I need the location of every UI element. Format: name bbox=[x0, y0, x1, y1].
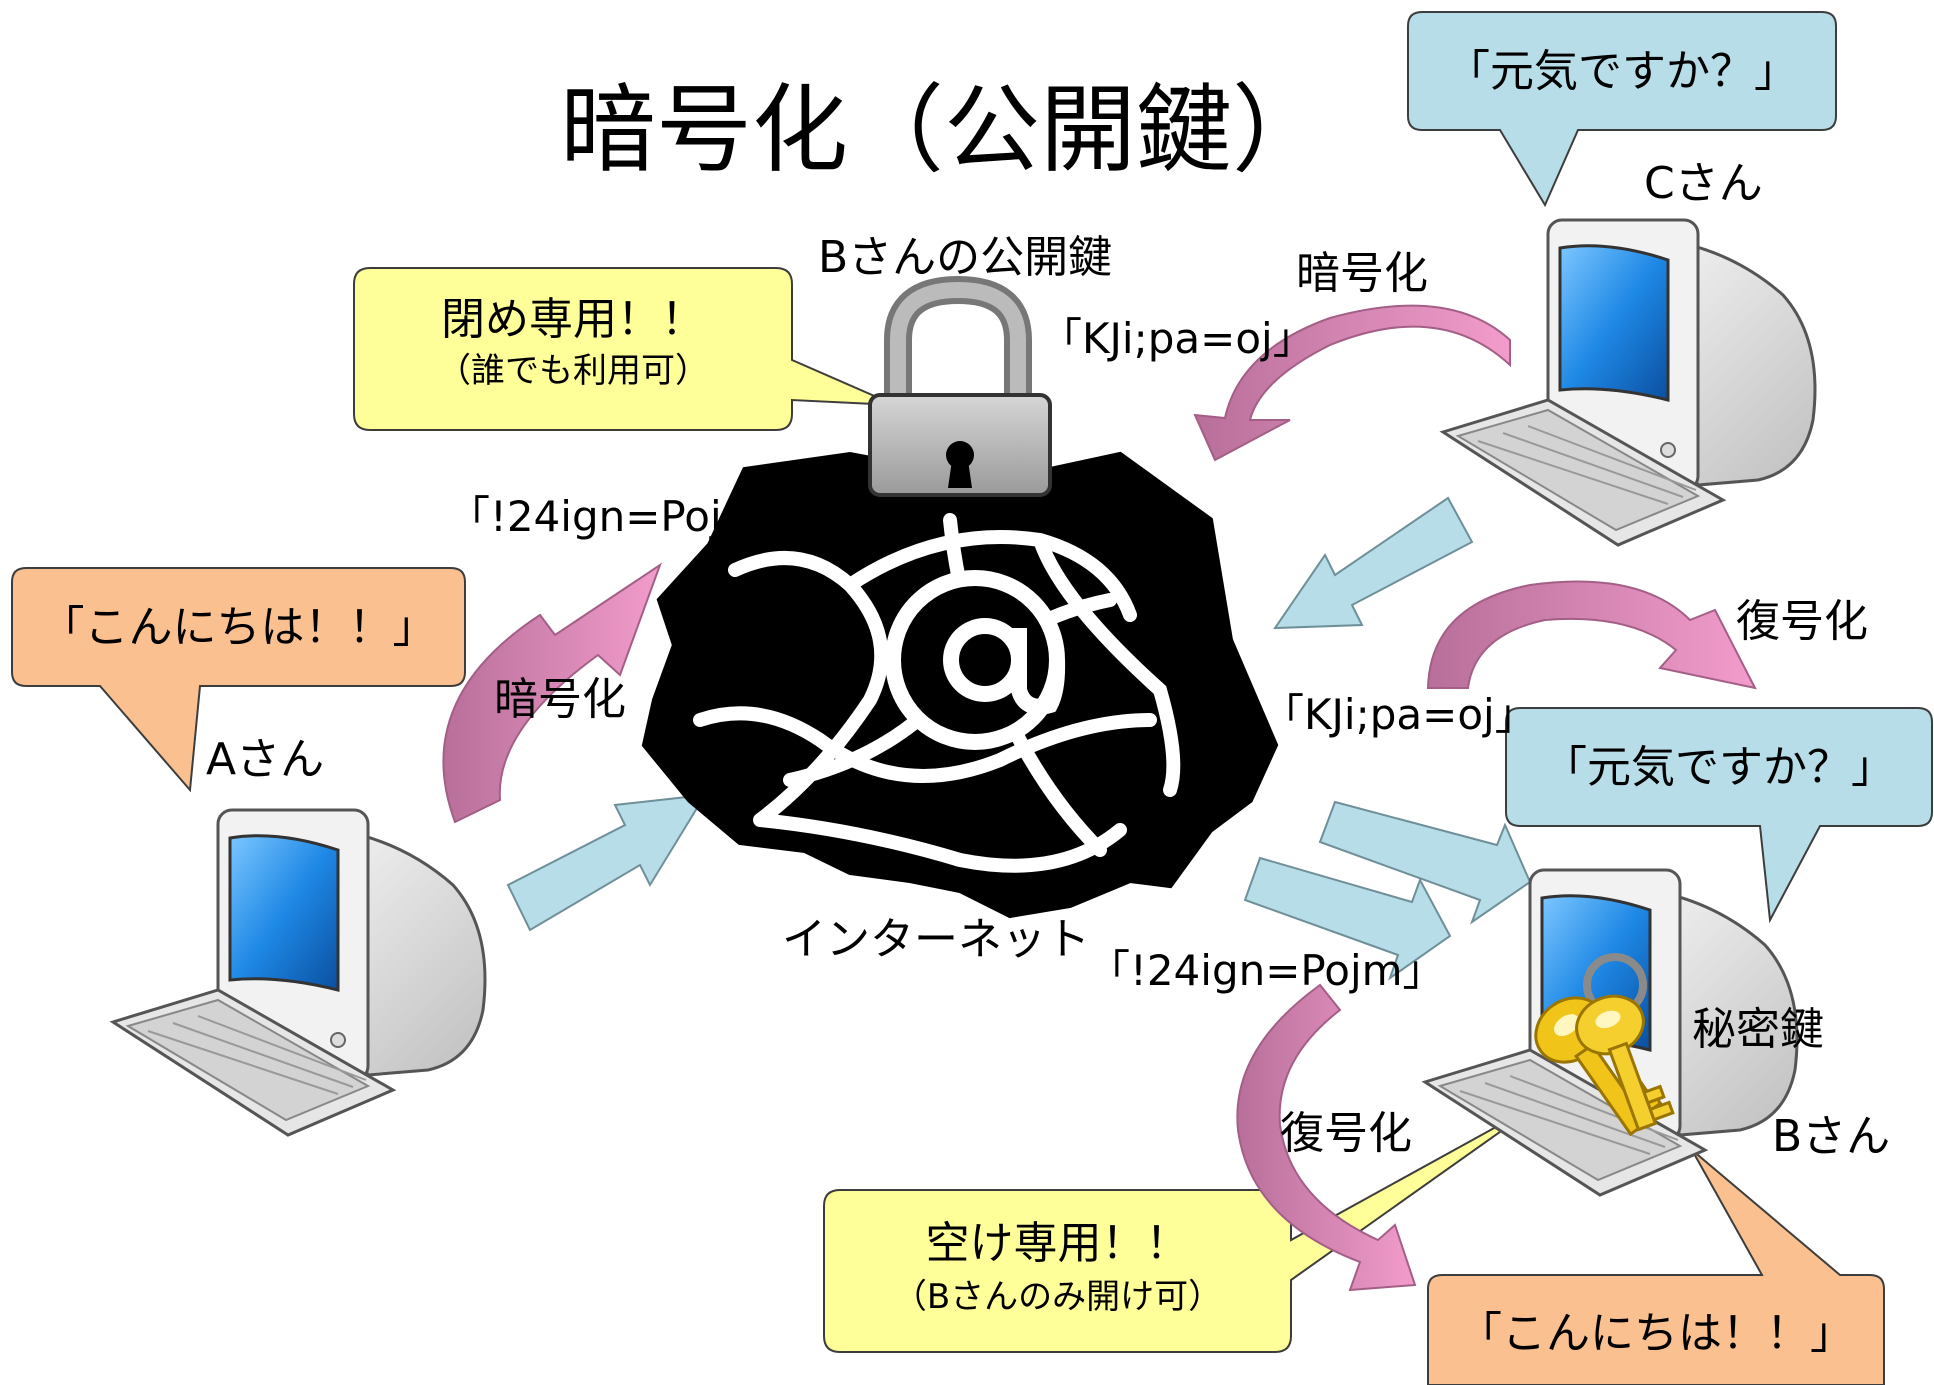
net-to-b-arrow-upper bbox=[1318, 800, 1532, 925]
encrypt-label-a: 暗号化 bbox=[494, 674, 626, 725]
bubble-a-message-text: 「こんにちは！！」 bbox=[40, 602, 437, 653]
encrypt-arrow-c bbox=[1193, 304, 1511, 462]
person-c-label: Cさん bbox=[1644, 158, 1763, 209]
cipher-net-to-b-c: 「KJi;pa=oj」 bbox=[1262, 690, 1537, 739]
encrypt-arrow-a bbox=[442, 562, 662, 824]
bubble-b-received-c-text: 「元気ですか？」 bbox=[1543, 742, 1895, 793]
bubble-b-received-c bbox=[1505, 707, 1933, 924]
lock-note-sub: （誰でも利用可） bbox=[437, 351, 709, 391]
secret-key-label: 秘密鍵 bbox=[1692, 1004, 1824, 1055]
decrypt-arrow-c bbox=[1426, 580, 1757, 690]
computer-c-icon bbox=[1441, 218, 1817, 547]
bubble-c-message bbox=[1407, 11, 1837, 208]
key-note-sub: （Bさんのみ開け可） bbox=[892, 1277, 1223, 1317]
key-note-main: 空け専用！！ bbox=[925, 1218, 1190, 1269]
cipher-c-to-net: 「KJi;pa=oj」 bbox=[1040, 314, 1315, 363]
page-title: 暗号化（公開鍵） bbox=[560, 74, 1328, 186]
bubble-b-received-a-text: 「こんにちは！！」 bbox=[1458, 1308, 1854, 1359]
secret-key-icon bbox=[1534, 953, 1675, 1137]
bubble-lock-note bbox=[353, 267, 896, 431]
person-a-label: Aさん bbox=[206, 734, 325, 785]
cipher-a-to-net: 「!24ign=Pojm」 bbox=[448, 492, 805, 541]
encrypt-label-c: 暗号化 bbox=[1296, 248, 1428, 299]
computer-a-icon bbox=[111, 808, 487, 1137]
decrypt-label-a: 復号化 bbox=[1280, 1108, 1412, 1159]
person-b-label: Bさん bbox=[1772, 1111, 1891, 1162]
internet-label: インターネット bbox=[782, 914, 1090, 965]
c-to-net-arrow bbox=[1273, 496, 1474, 630]
bubble-b-received-a bbox=[1427, 1149, 1885, 1385]
internet-web-icon bbox=[641, 436, 1279, 919]
padlock-icon bbox=[868, 275, 1052, 497]
lock-note-main: 閉め専用！！ bbox=[441, 294, 705, 345]
decrypt-label-c: 復号化 bbox=[1736, 596, 1868, 647]
cipher-net-to-b-a: 「!24ign=Pojm」 bbox=[1088, 946, 1445, 995]
bubble-c-message-text: 「元気ですか？」 bbox=[1446, 46, 1798, 97]
bubble-a-message bbox=[11, 567, 466, 793]
decrypt-arrow-a bbox=[1236, 983, 1417, 1292]
public-key-label: Bさんの公開鍵 bbox=[818, 232, 1113, 283]
a-to-net-arrow bbox=[506, 793, 707, 932]
net-to-b-arrow-lower bbox=[1243, 856, 1452, 981]
